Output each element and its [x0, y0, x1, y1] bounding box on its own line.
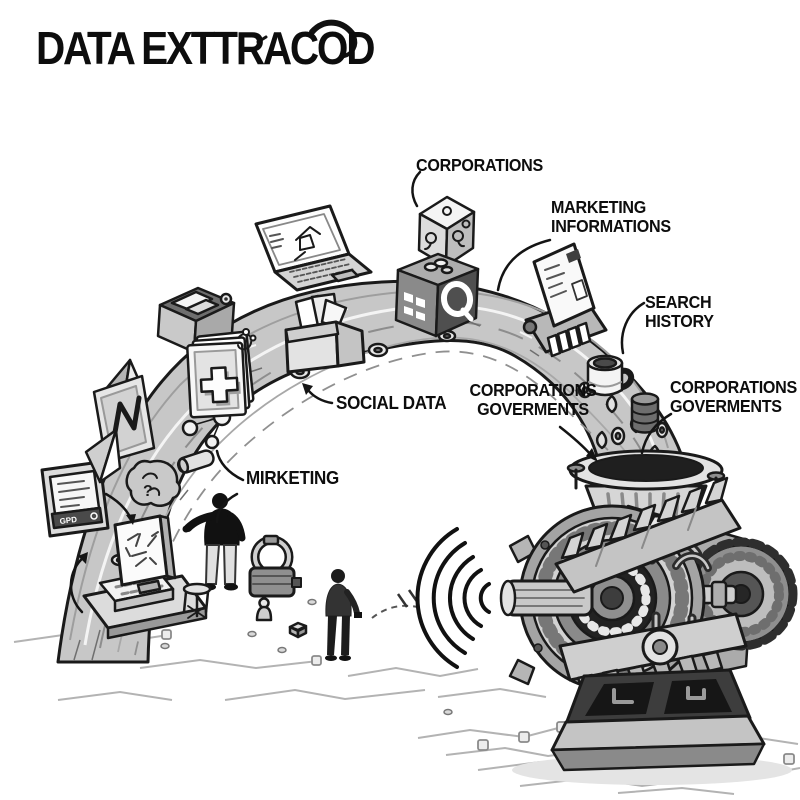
coffee-mug [586, 354, 635, 397]
mini-box [288, 621, 308, 639]
tiny-figure-doodle [255, 597, 273, 622]
machine-base [550, 668, 766, 772]
scanner-terminal [522, 242, 608, 358]
sound-waves-icon [415, 527, 491, 669]
page-title: DATA EXTTRACOD [36, 22, 375, 74]
person-walking [325, 569, 362, 661]
paper-strips [546, 321, 592, 358]
label-corporations-goverments-right: CORPORATIONS GOVERMENTS [670, 377, 797, 416]
extraction-machine [499, 449, 798, 772]
label-corporations-goverments-center: CORPORATIONS GOVERMENTS [469, 380, 597, 419]
ground-debris [160, 598, 453, 716]
data-cube [417, 195, 476, 294]
label-mirketing: MIRKETING [246, 467, 340, 488]
doodle-marks-right [371, 589, 420, 619]
top-fin-block [554, 463, 742, 594]
social-data-arrowhead [302, 383, 313, 395]
brain-doodle: ? [125, 459, 182, 507]
person-reaching [182, 493, 246, 591]
small-stool [182, 582, 212, 619]
document-stack [186, 328, 257, 419]
padlock-device [248, 534, 302, 598]
tablet-device: GPD [40, 428, 122, 538]
stream-capsule [176, 449, 215, 474]
laptop [254, 204, 373, 292]
parcel-box-papers [284, 292, 366, 374]
output-shaft [499, 579, 594, 617]
title-swash [256, 19, 358, 58]
label-social-data: SOCIAL DATA [336, 392, 447, 413]
search-data-box [394, 252, 480, 338]
label-corporations: CORPORATIONS [416, 155, 543, 175]
label-leaders [215, 170, 673, 524]
doodle-arrows-left [69, 492, 136, 614]
label-marketing-informations: MARKETING INFORMATIONS [551, 197, 671, 236]
brain-question-mark: ? [143, 483, 153, 500]
magnifier-icon [440, 281, 474, 317]
paper-plane-icon [84, 428, 122, 484]
database-cylinder [630, 392, 660, 434]
tablet-badge: GPD [59, 515, 78, 526]
label-search-history: SEARCH HISTORY [645, 292, 714, 331]
goverments-arrowhead [586, 448, 598, 462]
